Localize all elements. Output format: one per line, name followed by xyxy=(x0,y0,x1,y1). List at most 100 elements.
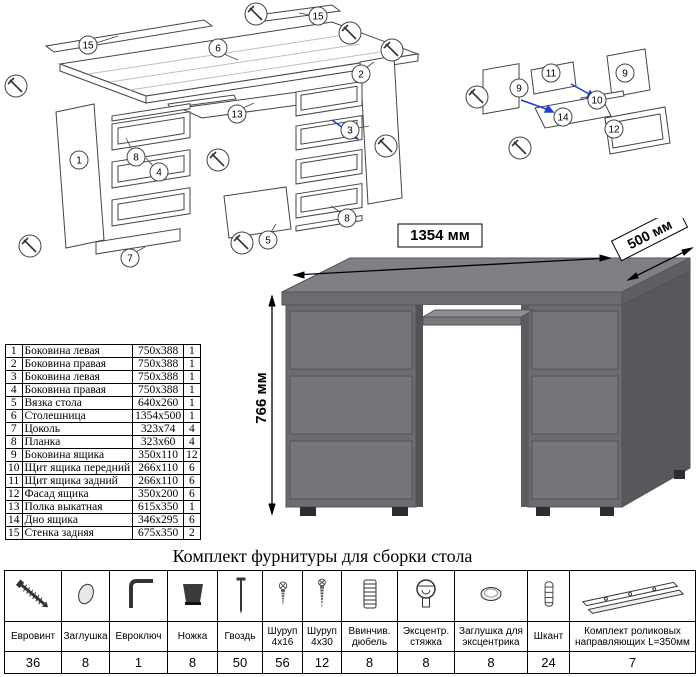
hardware-name: Комплект роликовых направляющих L=350мм xyxy=(569,621,696,652)
cross-panel xyxy=(223,186,292,239)
callout-9-right: 9 xyxy=(615,63,635,83)
hardware-names-row: Евровинт Заглушка Евроключ Ножка Гвоздь … xyxy=(4,621,696,652)
part-number: 4 xyxy=(5,383,23,397)
callout-15-left: 15 xyxy=(78,35,98,55)
desk-render: 1354 мм 500 мм 766 мм xyxy=(253,218,694,516)
hardware-name: Эксцентр. стяжка xyxy=(397,621,455,652)
hardware-icon-cell xyxy=(109,570,168,622)
width-dimension-label: 1354 мм xyxy=(397,223,483,248)
part-qty: 1 xyxy=(183,500,201,514)
hardware-qty: 56 xyxy=(262,651,303,674)
callout-2: 2 xyxy=(351,64,371,84)
part-qty: 4 xyxy=(183,422,201,436)
callout-8-right: 8 xyxy=(337,208,357,228)
part-size: 323x74 xyxy=(132,422,185,436)
hardware-name: Гвоздь xyxy=(217,621,263,652)
hardware-qty: 8 xyxy=(61,651,110,674)
right-drawer-boxes xyxy=(295,80,363,232)
svg-text:8: 8 xyxy=(344,214,350,225)
part-name: Боковина правая xyxy=(21,383,134,397)
threaded-dowel-icon xyxy=(363,579,376,608)
roller-guides-icon xyxy=(581,581,684,614)
right-side-panel xyxy=(359,55,403,205)
hardware-icon-cell xyxy=(454,570,528,622)
part-qty: 6 xyxy=(183,513,201,527)
part-qty: 6 xyxy=(183,487,201,501)
knee-opening xyxy=(416,305,528,507)
part-qty: 1 xyxy=(183,409,201,423)
hardware-qty: 36 xyxy=(4,651,62,674)
nail-icon xyxy=(236,577,246,614)
callout-3: 3 xyxy=(340,120,360,140)
cam-cap-icon xyxy=(480,586,502,601)
callout-4: 4 xyxy=(149,162,169,182)
part-number: 3 xyxy=(5,370,23,384)
svg-text:14: 14 xyxy=(557,113,569,124)
part-number: 8 xyxy=(5,435,23,449)
part-qty: 2 xyxy=(183,526,201,540)
part-name: Стенка задняя xyxy=(21,526,134,540)
svg-text:6: 6 xyxy=(215,44,221,55)
part-qty: 1 xyxy=(183,383,201,397)
desk-top xyxy=(281,257,691,293)
hardware-qty: 1 xyxy=(109,651,168,674)
left-side-panel xyxy=(55,103,105,249)
svg-text:10: 10 xyxy=(591,96,603,107)
drawer-front xyxy=(604,106,671,155)
hardware-callouts xyxy=(4,2,404,258)
part-qty: 1 xyxy=(183,396,201,410)
svg-text:1354 мм: 1354 мм xyxy=(410,227,470,244)
part-name: Щит ящика задний xyxy=(21,474,134,488)
part-name: Фасад ящика xyxy=(21,487,134,501)
svg-text:1: 1 xyxy=(76,156,82,167)
hardware-icon-cell xyxy=(167,570,218,622)
cap-icon xyxy=(77,583,94,604)
hardware-name: Шуруп 4x16 xyxy=(262,621,303,652)
part-size: 615x350 xyxy=(132,500,185,514)
callout-9-left: 9 xyxy=(509,78,529,98)
number-callouts: 15 6 15 2 13 8 4 1 3 8 7 5 xyxy=(69,6,371,268)
part-size: 266x110 xyxy=(132,461,185,475)
part-number: 12 xyxy=(5,487,23,501)
part-size: 675x350 xyxy=(132,526,185,540)
hardware-name: Шуруп 4x30 xyxy=(302,621,342,652)
drawer-fronts xyxy=(289,310,619,500)
part-number: 13 xyxy=(5,500,23,514)
callout-15-right: 15 xyxy=(308,6,328,26)
callout-14: 14 xyxy=(553,107,573,127)
part-size: 346x295 xyxy=(132,513,185,527)
svg-text:15: 15 xyxy=(312,12,324,23)
dimension-depth-arrow xyxy=(626,247,694,281)
hardware-icon-cell xyxy=(262,570,303,622)
part-number: 14 xyxy=(5,513,23,527)
callout-7: 7 xyxy=(120,248,140,268)
hardware-qty: 24 xyxy=(527,651,570,674)
part-number: 7 xyxy=(5,422,23,436)
hardware-name: Заглушка для эксцентрика xyxy=(454,621,528,652)
svg-text:4: 4 xyxy=(156,168,162,179)
hardware-icon-cell xyxy=(397,570,455,622)
part-size: 750x388 xyxy=(132,370,185,384)
hardware-icon-cell xyxy=(527,570,570,622)
hardware-icon-cell xyxy=(569,570,696,622)
svg-text:766 мм: 766 мм xyxy=(253,372,270,423)
svg-text:3: 3 xyxy=(347,126,353,137)
part-qty: 6 xyxy=(183,461,201,475)
height-dimension-label: 766 мм xyxy=(253,372,270,423)
screw-long-icon xyxy=(318,578,326,609)
part-number: 2 xyxy=(5,357,23,371)
svg-text:15: 15 xyxy=(82,41,94,52)
tabletop-panel xyxy=(58,21,420,104)
part-size: 350x110 xyxy=(132,448,185,462)
part-number: 1 xyxy=(5,344,23,358)
